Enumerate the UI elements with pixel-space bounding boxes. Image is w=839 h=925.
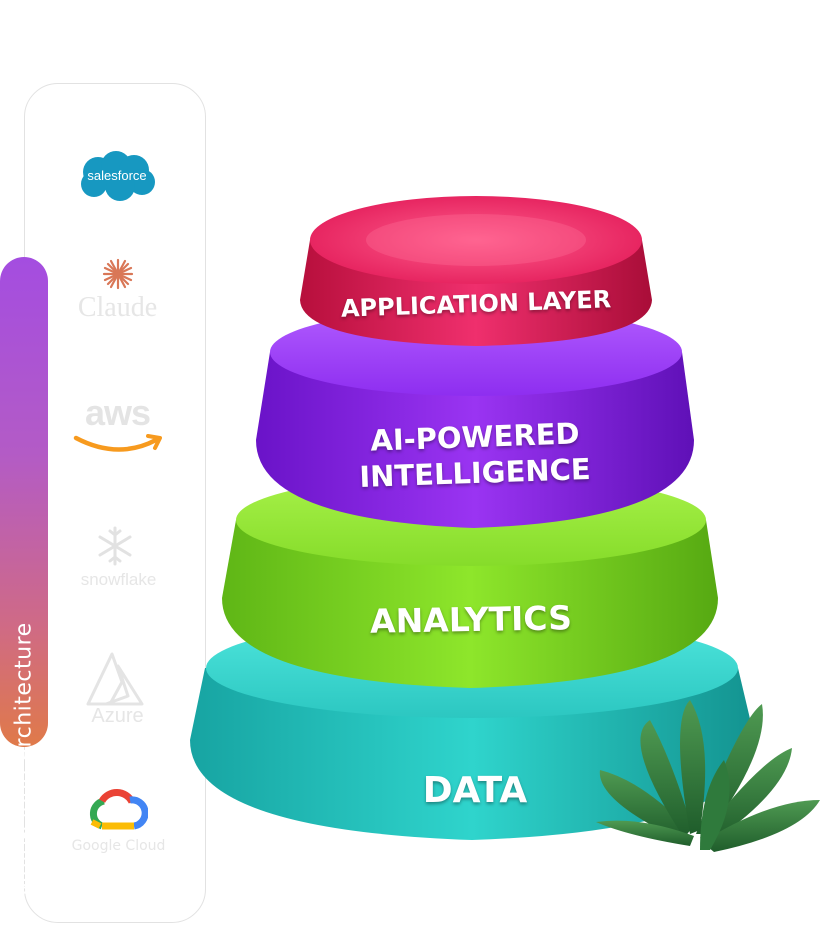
salesforce-logo-icon	[81, 151, 155, 201]
multi-cloud-pill: Multi-cloud architecture	[0, 257, 48, 896]
plant-icon	[596, 700, 820, 852]
cloud-providers-panel	[24, 83, 206, 923]
google-cloud-logo-icon	[89, 789, 148, 830]
aws-logo-icon	[73, 434, 162, 452]
data-label: DATA	[422, 770, 528, 811]
aws-logo-text: aws	[84, 392, 151, 433]
claude-logo-icon	[102, 258, 134, 290]
snowflake-logo-text: snowflake	[80, 570, 157, 589]
snowflake-logo-icon	[98, 526, 132, 566]
application-tier	[300, 196, 652, 346]
azure-logo-text: Azure	[91, 705, 144, 727]
azure-logo-icon	[86, 652, 144, 706]
salesforce-logo-text: salesforce	[87, 168, 147, 183]
claude-logo-text: Claude	[77, 292, 158, 323]
google-cloud-logo-text: Google Cloud	[71, 838, 166, 854]
